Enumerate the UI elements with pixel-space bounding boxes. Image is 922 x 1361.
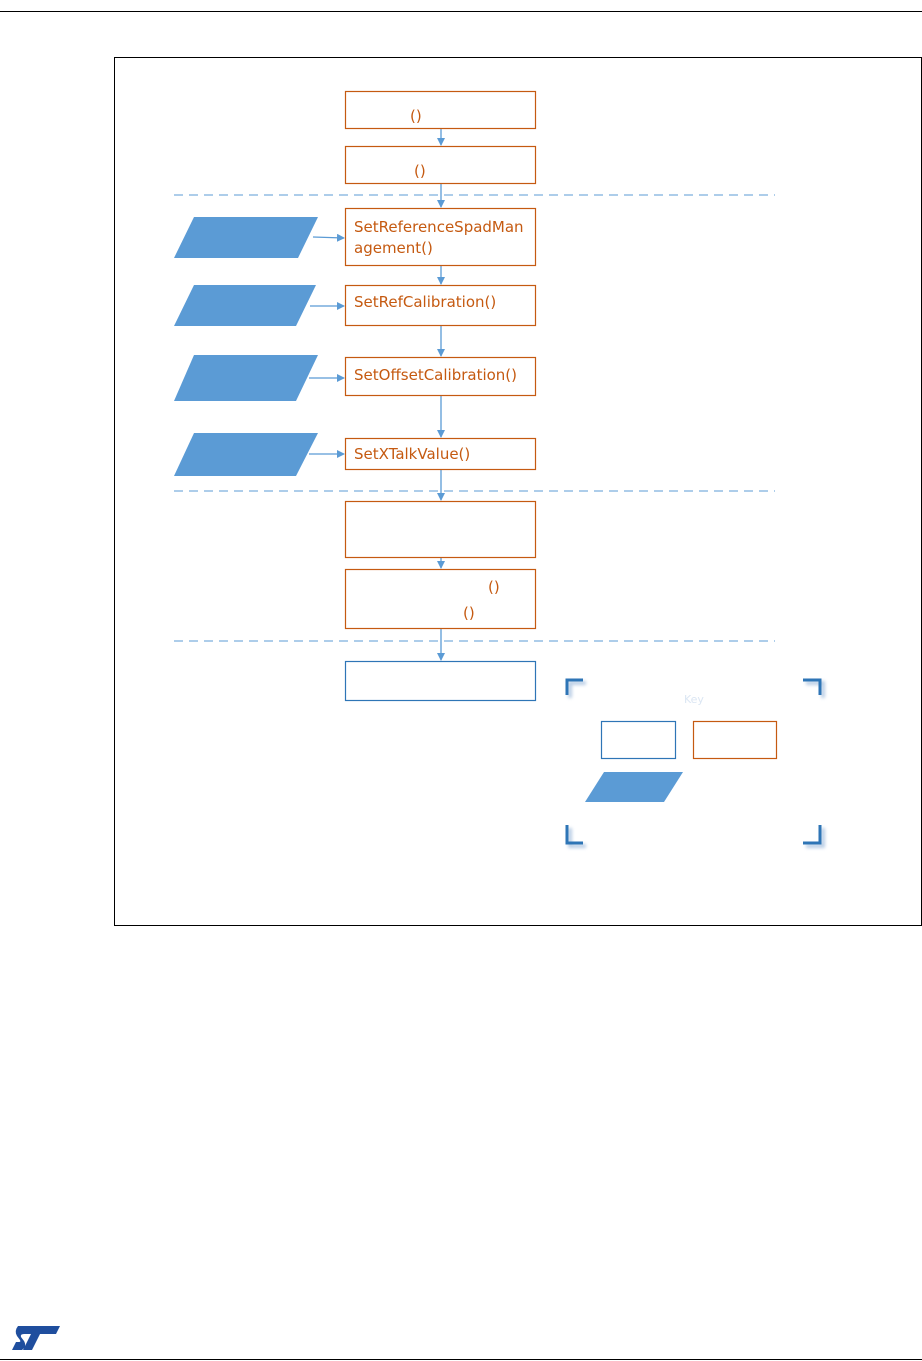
input-parallelogram-1 xyxy=(174,217,318,258)
legend-step-swatch xyxy=(600,720,677,760)
input-parallelogram-3 xyxy=(174,355,318,401)
node-n7 xyxy=(344,500,537,559)
node-n5: SetOffsetCalibration() xyxy=(344,356,537,397)
node-n3-text-line2: agement() xyxy=(354,239,433,257)
node-n8: () () xyxy=(344,568,537,630)
node-n4: SetRefCalibration() xyxy=(344,284,537,327)
node-n3-text-line1: SetReferenceSpadMan xyxy=(354,218,524,236)
node-n4-text: SetRefCalibration() xyxy=(354,293,496,311)
legend-corner-brackets xyxy=(568,681,825,848)
legend-input-swatch xyxy=(585,772,683,802)
node-n8-text-line1: () xyxy=(488,578,500,596)
node-n1: () xyxy=(344,90,537,130)
node-n5-text: SetOffsetCalibration() xyxy=(354,366,517,384)
node-n9 xyxy=(344,660,537,702)
node-n1-text: () xyxy=(410,107,422,125)
node-n2-text: () xyxy=(414,162,426,180)
arrow-i1-n3 xyxy=(312,233,345,242)
input-parallelogram-4 xyxy=(174,433,318,476)
footer-rule xyxy=(0,1359,922,1360)
legend-corner-brackets-solid xyxy=(565,678,822,845)
node-n8-text-line2: () xyxy=(463,604,475,622)
legend-title: Key xyxy=(684,693,704,706)
node-n2: () xyxy=(344,145,537,185)
legend-function-swatch xyxy=(692,720,778,760)
node-n6: SetXTalkValue() xyxy=(344,437,537,471)
node-n6-text: SetXTalkValue() xyxy=(354,445,470,463)
st-logo-icon xyxy=(12,1326,60,1350)
legend: Key xyxy=(565,678,825,848)
input-arrows xyxy=(309,233,345,458)
input-parallelogram-2 xyxy=(174,285,316,326)
header-rule xyxy=(0,11,922,12)
node-n3: SetReferenceSpadMan agement() xyxy=(344,207,537,267)
